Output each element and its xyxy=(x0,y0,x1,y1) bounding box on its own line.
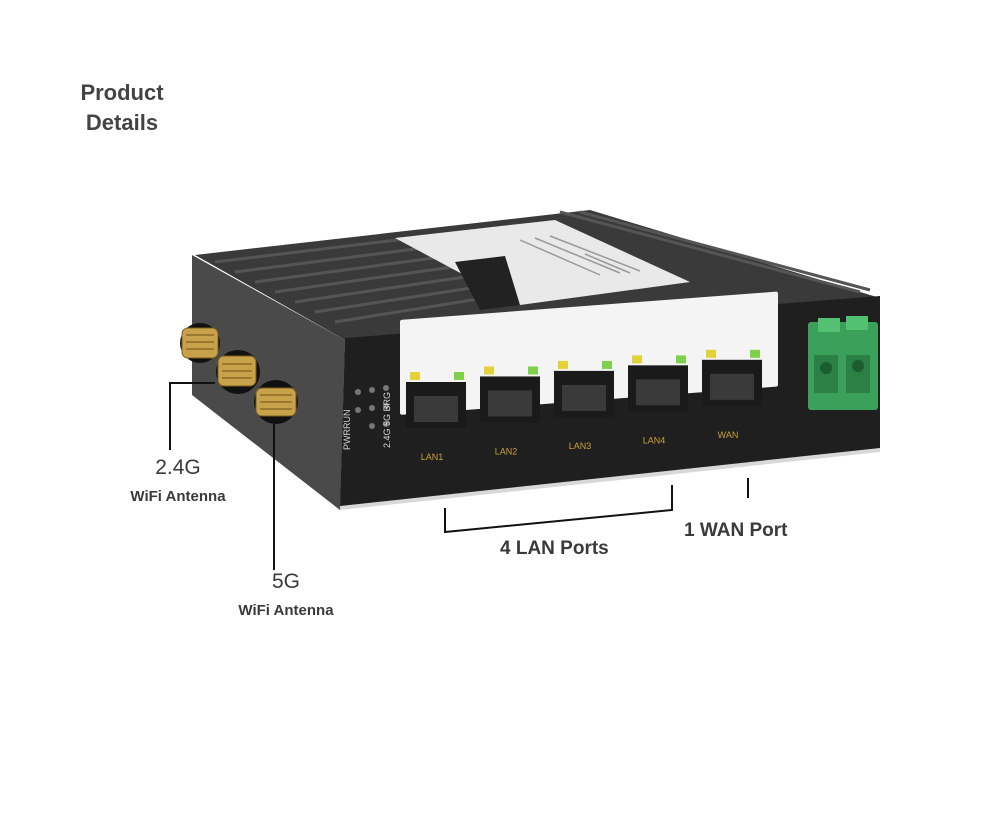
sticker-brand-strip xyxy=(455,256,520,310)
callout-lines xyxy=(169,382,749,570)
port-lan2: LAN2 xyxy=(480,366,540,456)
page-title: Product Details xyxy=(62,78,182,138)
port-led xyxy=(706,349,716,358)
port-label-lan4: LAN4 xyxy=(643,435,666,445)
led xyxy=(369,423,375,429)
port-led xyxy=(558,360,568,369)
rj45-contacts xyxy=(636,379,680,406)
port-label-lan1: LAN1 xyxy=(421,452,444,462)
led xyxy=(369,387,375,393)
sticker-text-lines xyxy=(519,235,641,276)
led-label-radios: 2.4G 5G BRG xyxy=(382,392,392,448)
spec-sticker xyxy=(395,220,690,305)
title-line-2: Details xyxy=(85,110,159,135)
led xyxy=(355,389,361,395)
led xyxy=(383,421,389,427)
led xyxy=(369,405,375,411)
port-label-lan3: LAN3 xyxy=(569,441,592,451)
callout-antenna-24-band: 2.4G xyxy=(155,456,201,479)
port-led xyxy=(484,366,494,375)
port-led xyxy=(676,355,686,364)
callout-antenna-24: 2.4G WiFi Antenna xyxy=(118,456,238,505)
port-led xyxy=(632,355,642,364)
port-lan4: LAN4 xyxy=(628,355,688,445)
callout-antenna-5-desc: WiFi Antenna xyxy=(238,602,334,619)
line-antenna-24 xyxy=(169,382,215,450)
rj45-contacts xyxy=(710,373,754,400)
callout-lan-ports: 4 LAN Ports xyxy=(500,538,609,559)
port-label-wan: WAN xyxy=(718,430,739,440)
port-led xyxy=(750,349,760,358)
led-label-power: PWRRUN xyxy=(342,410,352,451)
antenna-1 xyxy=(181,327,219,359)
rj45-contacts xyxy=(414,396,458,422)
port-lan1: LAN1 xyxy=(406,372,466,462)
led xyxy=(355,407,361,413)
callout-antenna-24-desc: WiFi Antenna xyxy=(130,488,226,505)
callout-antenna-5: 5G WiFi Antenna xyxy=(222,570,350,619)
status-leds xyxy=(355,385,389,429)
power-terminal-block xyxy=(808,316,878,410)
callout-antenna-5-band: 5G xyxy=(271,570,300,593)
led xyxy=(383,385,389,391)
port-lan3: LAN3 xyxy=(554,360,614,451)
line-lan xyxy=(444,485,673,534)
title-line-1: Product xyxy=(80,80,164,105)
port-label-lan2: LAN2 xyxy=(495,446,518,456)
rj45-contacts xyxy=(562,384,606,411)
ethernet-ports: LAN1 LAN2 LAN3 LAN4 WAN xyxy=(406,349,762,462)
callout-wan-port: 1 WAN Port xyxy=(684,520,788,541)
rj45-contacts xyxy=(488,390,532,417)
port-led xyxy=(602,360,612,369)
port-led xyxy=(410,372,420,380)
port-led xyxy=(528,366,538,375)
port-led xyxy=(454,372,464,380)
port-wan: WAN xyxy=(702,349,762,440)
led xyxy=(383,403,389,409)
